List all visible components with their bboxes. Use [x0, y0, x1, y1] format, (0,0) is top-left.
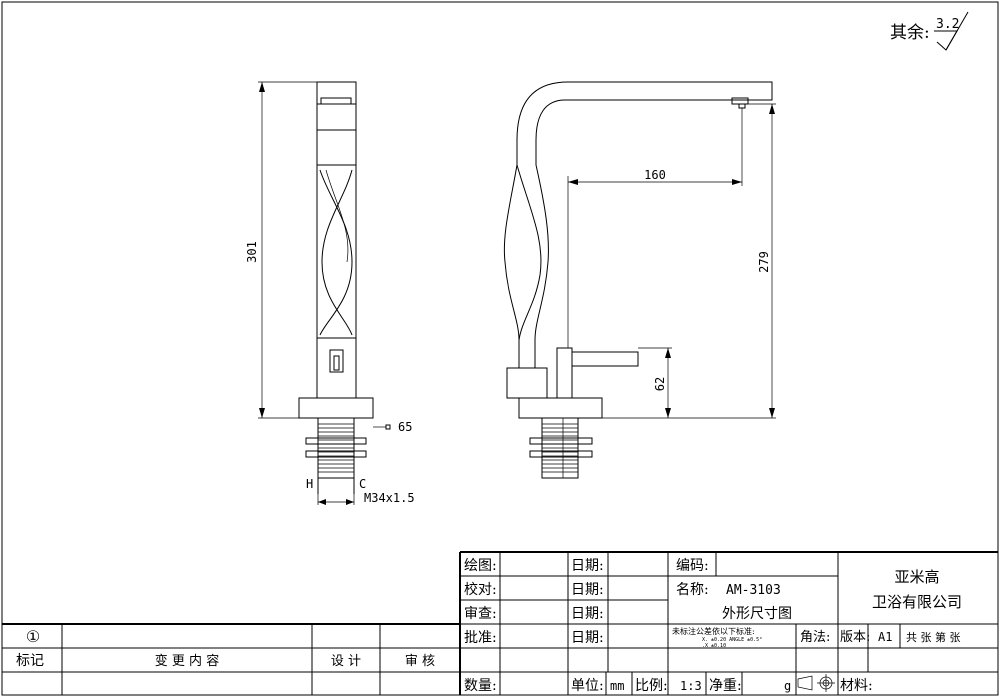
front-dimensions: 301 65 H C M34x1.5 [245, 81, 415, 505]
roughness-label: 其余: [890, 23, 930, 43]
dim-160: 160 [644, 168, 666, 182]
label-approve: 批准: [464, 630, 497, 646]
rev-header-design: 设 计 [331, 654, 361, 669]
tolerance-line-1: X. ±0.20 ANGLE ±0.5° [702, 637, 762, 643]
label-version: 版本: [840, 630, 870, 645]
version-value: A1 [878, 630, 892, 644]
scale-value: 1:3 [680, 679, 702, 693]
label-scale: 比例: [635, 678, 668, 694]
sheets-text: 共 张 第 张 [906, 630, 961, 644]
drawing-title: 外形尺寸图 [722, 606, 792, 622]
side-dimensions: 160 279 62 [567, 103, 776, 419]
model-number: AM-3103 [726, 583, 781, 598]
label-cold: C [359, 477, 366, 491]
roughness-value: 3.2 [936, 17, 959, 32]
rev-header-content: 变 更 内 容 [155, 653, 219, 669]
company-line-1: 亚米高 [894, 568, 939, 586]
label-date-4: 日期: [571, 630, 604, 646]
tolerance-line-2: .X ±0.10 [702, 643, 726, 649]
label-review: 审查: [464, 606, 497, 622]
dim-thread: M34x1.5 [364, 491, 415, 505]
label-quantity: 数量: [464, 678, 497, 694]
roughness-symbol: 其余: 3.2 [890, 11, 969, 51]
rev-header-mark: 标记 [16, 653, 44, 669]
label-hot: H [306, 477, 313, 491]
thread-lines-side [542, 423, 578, 473]
thread-lines-front [318, 423, 354, 473]
projection-symbol [797, 674, 835, 692]
label-date-1: 日期: [571, 558, 604, 574]
label-code: 编码: [676, 558, 709, 574]
company-line-2: 卫浴有限公司 [872, 593, 962, 611]
label-angle-method: 角法: [800, 630, 830, 645]
dim-62: 62 [653, 377, 667, 391]
dim-279: 279 [757, 251, 771, 273]
revision-mark: ① [26, 627, 40, 646]
label-name: 名称: [676, 582, 709, 598]
label-unit: 单位: [571, 678, 604, 694]
front-view [298, 81, 374, 494]
label-date-3: 日期: [571, 606, 604, 622]
dim-301: 301 [245, 241, 259, 263]
dim-65: 65 [398, 420, 412, 434]
label-material: 材料: [840, 678, 873, 694]
tolerance-note: 未标注公差依以下标准: [672, 626, 755, 636]
title-block: 绘图: 校对: 审查: 批准: 数量: 日期: 日期: 日期: 日期: 单位: … [2, 551, 998, 695]
label-date-2: 日期: [571, 582, 604, 598]
net-weight-unit: g [784, 679, 791, 693]
label-draw: 绘图: [464, 558, 497, 574]
label-check: 校对: [464, 581, 497, 598]
label-net-weight: 净重: [709, 678, 742, 694]
unit-value: mm [610, 679, 624, 693]
rev-header-review: 审 核 [405, 654, 435, 669]
side-view [503, 81, 773, 479]
